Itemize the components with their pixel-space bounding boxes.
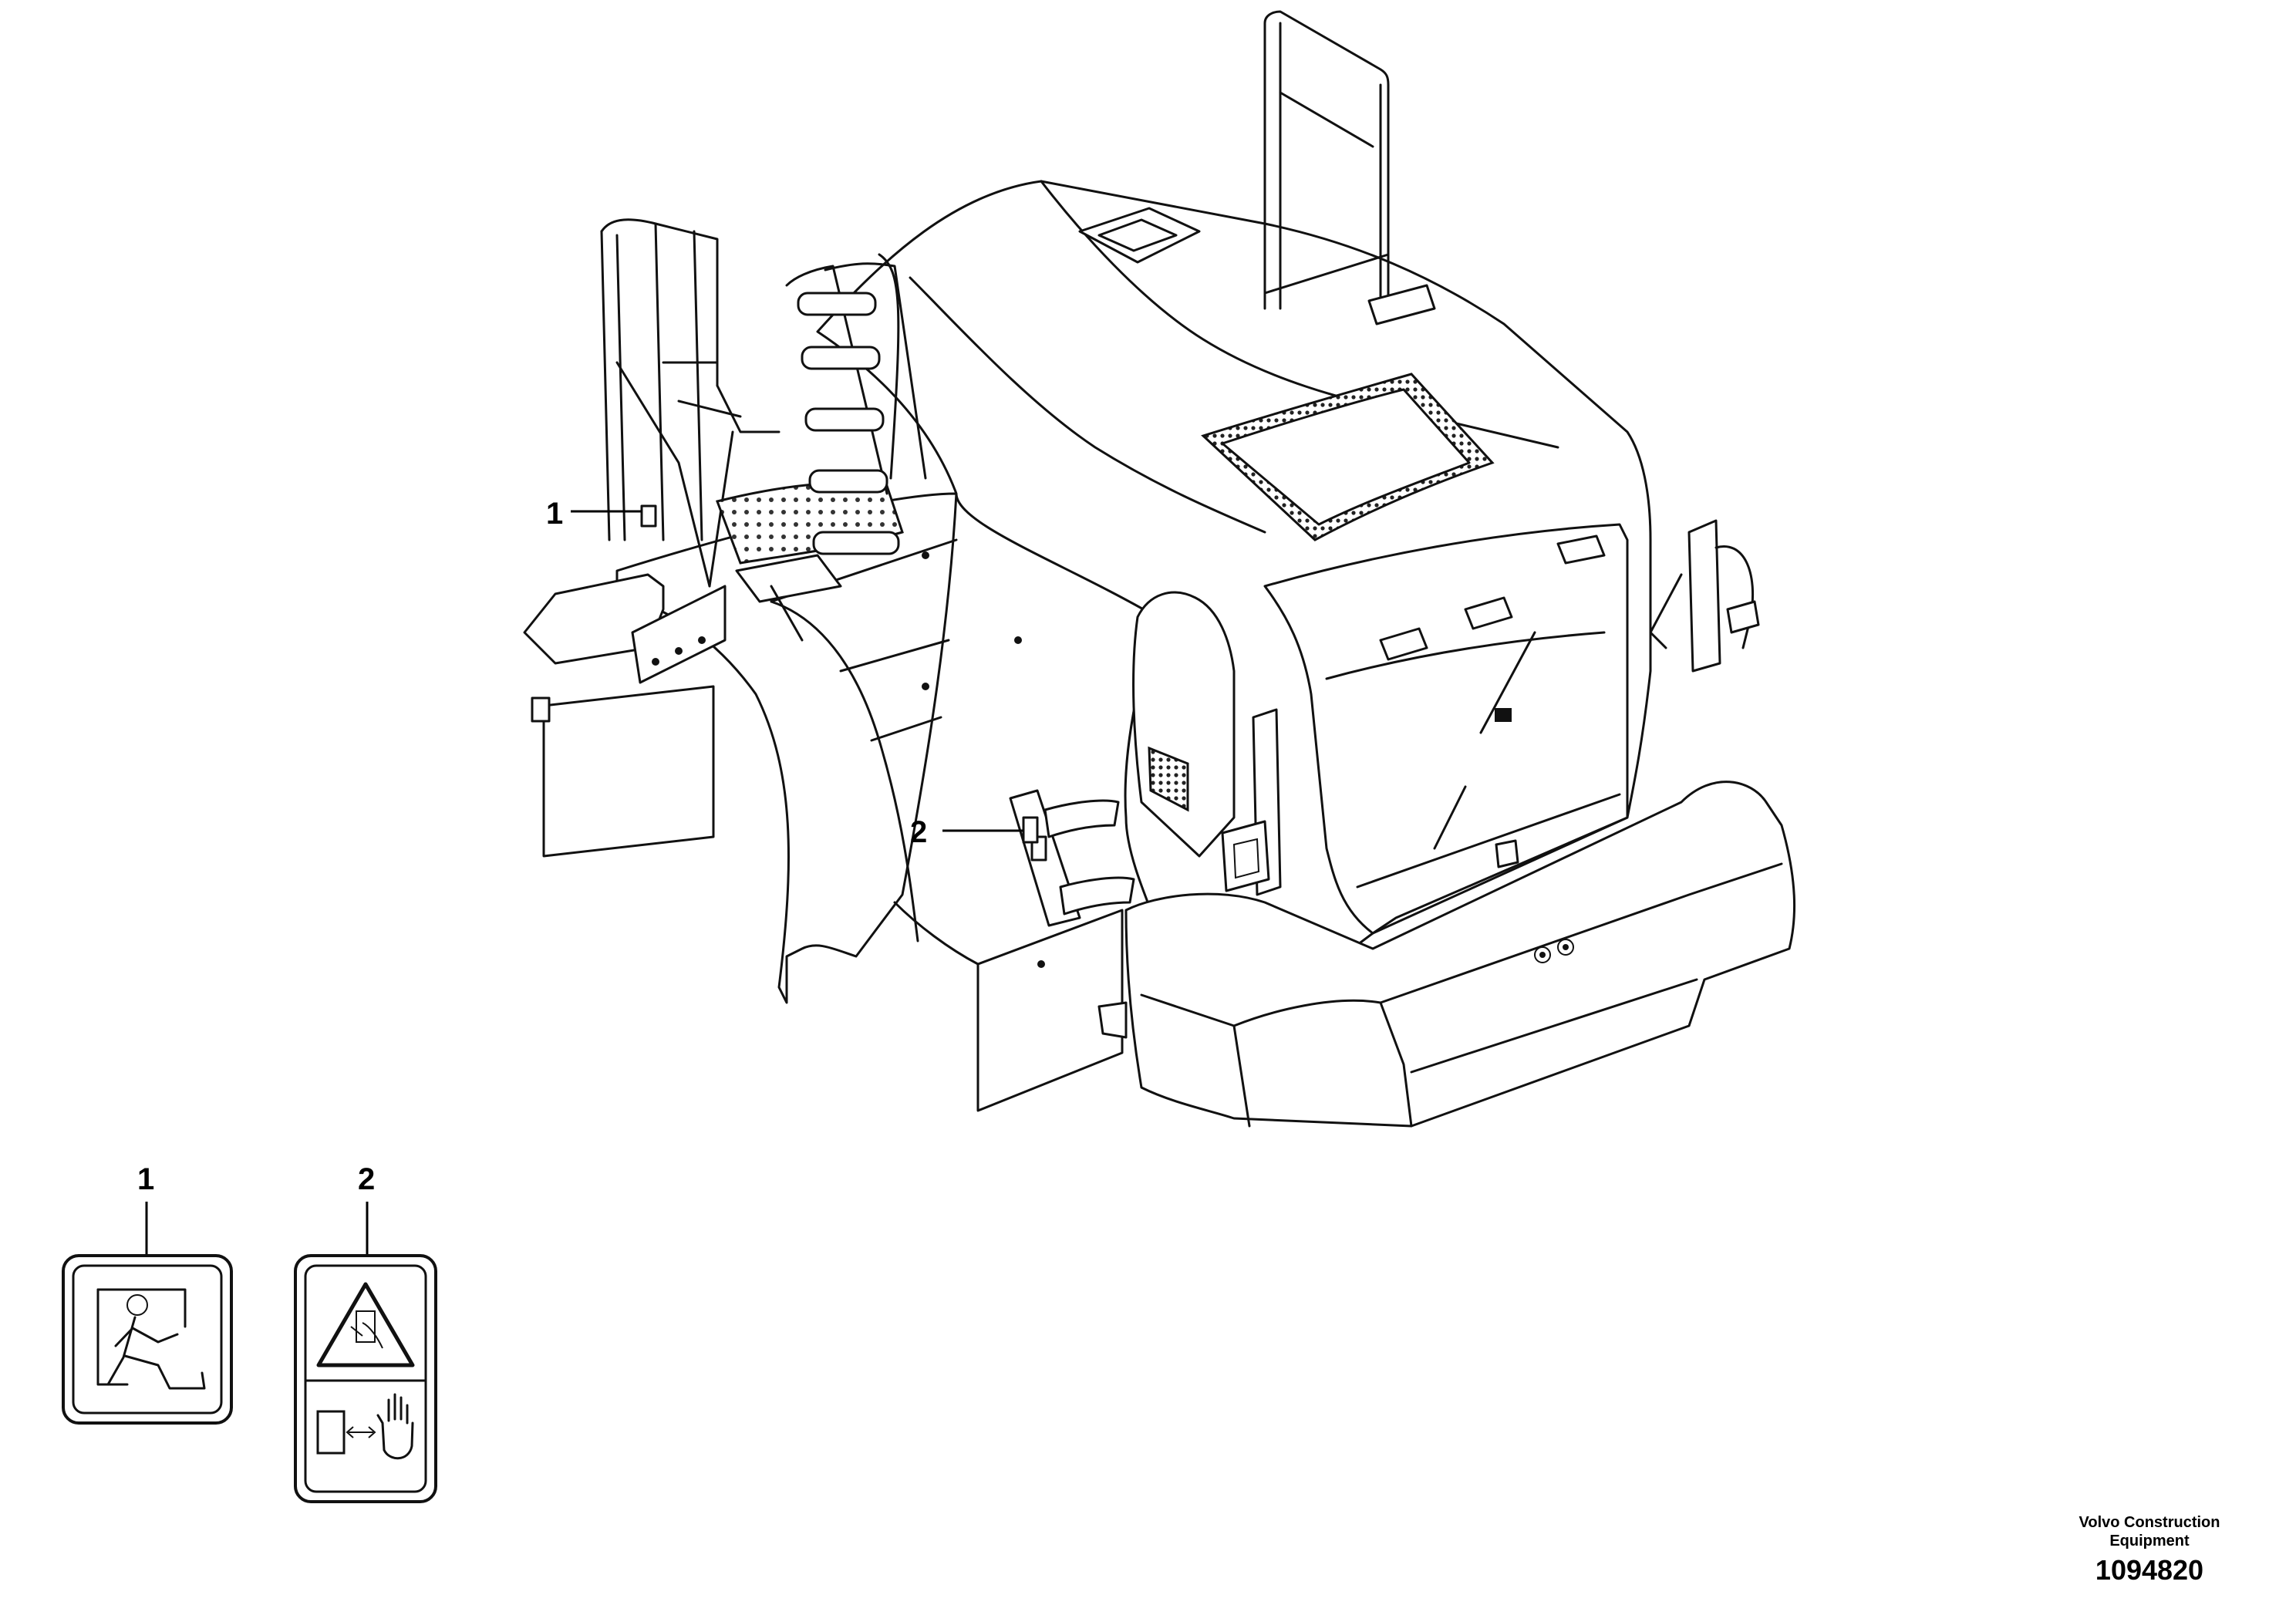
machine-illustration [523,10,1796,1128]
emergency-exit-running-person-icon [96,1288,206,1390]
drawing-number: 1094820 [2095,1554,2203,1586]
decal-1-number: 1 [137,1162,154,1196]
hand-crush-warning-icon [316,1282,415,1367]
company-name-line2: Equipment [2109,1533,2190,1549]
drawing-footer: Volvo Construction Equipment 1094820 [2079,1514,2220,1586]
decal-2-number: 2 [358,1162,375,1196]
company-name-line1: Volvo Construction [2079,1514,2220,1531]
decal-2: 2 [294,1162,437,1503]
decal-2-location [1022,816,1039,844]
callout-2-label: 2 [910,815,927,849]
decal-1: 1 [62,1162,233,1425]
hand-keep-away-icon [316,1393,414,1460]
decal-1-location [640,504,657,528]
callout-1-label: 1 [546,497,563,531]
